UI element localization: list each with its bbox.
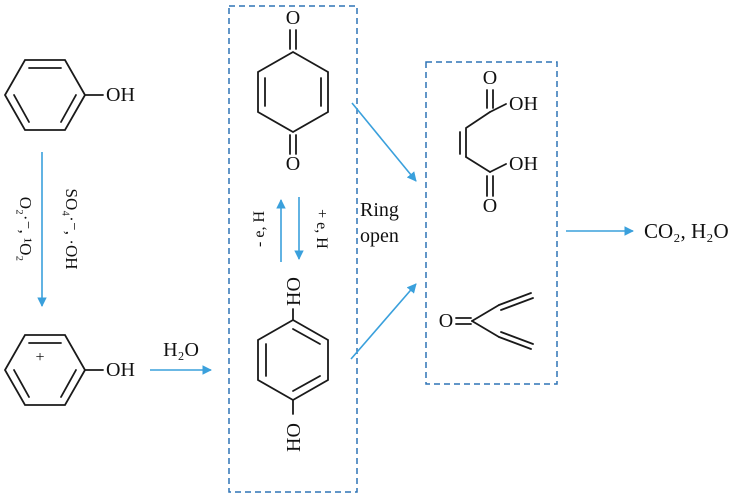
ma-o-bottom-label: O — [483, 195, 497, 217]
mineralization-group: CO₂, H₂O — [566, 219, 729, 243]
phenol-oh-label: OH — [106, 84, 135, 106]
hydroquinone-structure: HO HO — [257, 277, 329, 452]
ma-oh-bottom-label: OH — [509, 153, 538, 175]
hq-ho-bottom-label: HO — [283, 423, 305, 452]
single-bond — [471, 320, 500, 338]
double-bond — [60, 369, 77, 398]
single-bond — [471, 304, 500, 322]
single-bond — [489, 103, 507, 113]
double-bond — [500, 331, 534, 345]
quinone-ring — [257, 50, 329, 134]
ma-oh-top-label: OH — [509, 93, 538, 115]
hydration-arrow-group: H₂O — [150, 339, 212, 375]
single-bond — [465, 156, 491, 173]
bq-o-bottom-label: O — [286, 153, 300, 175]
h2o-label: H₂O — [163, 339, 199, 361]
redox-equilibrium-group: - e, H + e, H — [251, 197, 330, 262]
benzene-ring — [3, 59, 87, 131]
bq-o-top-label: O — [286, 7, 300, 29]
double-bond — [500, 297, 534, 311]
oxidation-arrow-group: SO₄·⁻, ·OH O₂·⁻, ¹O₂ — [16, 152, 81, 307]
final-products-label: CO₂, H₂O — [644, 219, 729, 243]
diagonal-arrow-upper — [351, 102, 417, 182]
dvk-o-label: O — [439, 310, 453, 332]
cation-oh-label: OH — [106, 359, 135, 381]
double-bond — [60, 94, 77, 123]
oxidants-label-left: O₂·⁻, ¹O₂ — [16, 197, 35, 262]
ring-open-label-line2: open — [360, 225, 399, 247]
phenol-structure: OH — [3, 59, 135, 131]
single-bond — [465, 111, 491, 129]
double-bond — [13, 94, 30, 123]
ring-open-label-line1: Ring — [360, 199, 399, 221]
double-bond — [13, 369, 30, 398]
diagonal-arrow-lower — [350, 283, 417, 360]
maleic-acid-structure: O OH OH O — [459, 67, 538, 217]
single-bond — [489, 163, 507, 173]
ring-open-group: Ring open — [350, 102, 417, 360]
reduction-label: + e, H — [313, 209, 330, 249]
benzene-ring — [257, 318, 329, 402]
cation-charge-label: + — [35, 349, 44, 366]
double-bond — [292, 328, 321, 345]
oxidation-label: - e, H — [251, 211, 268, 247]
quinone-box — [228, 5, 358, 493]
double-bond — [292, 375, 321, 392]
hq-ho-top-label: HO — [283, 277, 305, 306]
divinyl-ketone-structure: O — [439, 292, 534, 350]
phenol-cation-structure: + OH — [3, 334, 135, 406]
ring-open-products-box — [425, 61, 558, 385]
benzoquinone-structure: O O — [257, 7, 329, 175]
benzene-ring — [3, 334, 87, 406]
double-bond — [498, 336, 532, 350]
oxidants-label-right: SO₄·⁻, ·OH — [62, 188, 81, 269]
double-bond — [498, 292, 532, 306]
ma-o-top-label: O — [483, 67, 497, 89]
